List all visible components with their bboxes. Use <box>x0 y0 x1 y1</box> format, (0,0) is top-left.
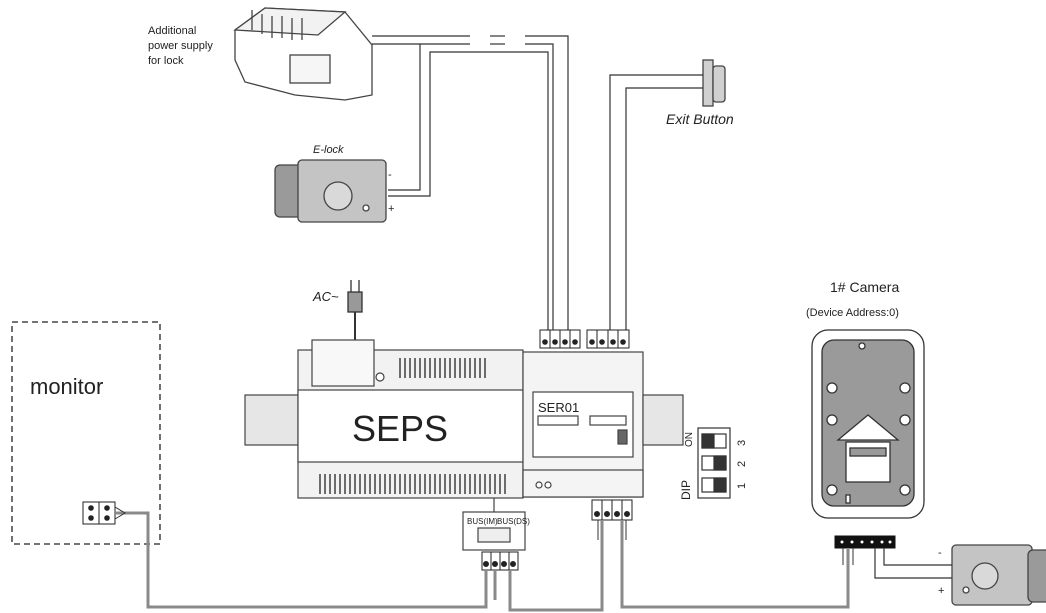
camera-lock-wires <box>874 548 952 579</box>
power-supply-wires <box>372 35 569 330</box>
camera-device <box>811 329 925 519</box>
seps-unit <box>244 339 524 499</box>
power-supply-label: Additional power supply for lock <box>148 25 213 67</box>
e-lock <box>274 159 387 223</box>
bus-cable-lines <box>114 506 854 565</box>
exit-button-label: Exit Button <box>666 111 734 127</box>
monitor-label: monitor <box>30 374 103 399</box>
camera-terminal <box>834 535 896 549</box>
bus-im-label: BUS(IM) <box>467 517 498 526</box>
exit-button-wires <box>609 74 703 330</box>
seps-label: SEPS <box>352 408 448 449</box>
ac-label: AC~ <box>312 289 339 304</box>
exit-button-device <box>702 59 726 107</box>
ser01-top-terminals <box>539 329 630 349</box>
dip-1-label: 1 <box>736 483 748 489</box>
bus-ds-label: BUS(DS) <box>497 517 530 526</box>
monitor-terminal <box>82 501 116 525</box>
ser01-bottom-terminals <box>591 499 633 521</box>
ser01-label: SER01 <box>538 400 579 415</box>
dip-2-label: 2 <box>736 461 748 467</box>
bus-cables <box>115 511 850 612</box>
power-supply-label-line2: power supply <box>148 40 213 52</box>
e-lock-plus: + <box>388 203 394 215</box>
camera-title: 1# Camera <box>830 279 899 295</box>
camera-lock <box>951 544 1046 606</box>
dip-label: DIP <box>679 480 693 500</box>
dip-on-label: ON <box>684 432 695 447</box>
e-lock-minus: - <box>388 169 392 181</box>
monitor-box <box>11 321 161 545</box>
bus-terminals <box>481 551 519 571</box>
ac-plug <box>347 280 363 342</box>
camera-lock-plus: + <box>938 585 944 597</box>
dip-3-label: 3 <box>736 440 748 446</box>
dip-switch <box>697 427 731 499</box>
power-supply-label-line3: for lock <box>148 55 184 67</box>
power-supply-unit <box>233 7 373 101</box>
camera-lock-minus: - <box>938 547 942 559</box>
power-supply-label-line1: Additional <box>148 25 196 37</box>
bus-box <box>462 498 526 551</box>
e-lock-label: E-lock <box>313 144 344 156</box>
camera-address: (Device Address:0) <box>806 307 899 319</box>
ser01-unit <box>522 351 684 498</box>
